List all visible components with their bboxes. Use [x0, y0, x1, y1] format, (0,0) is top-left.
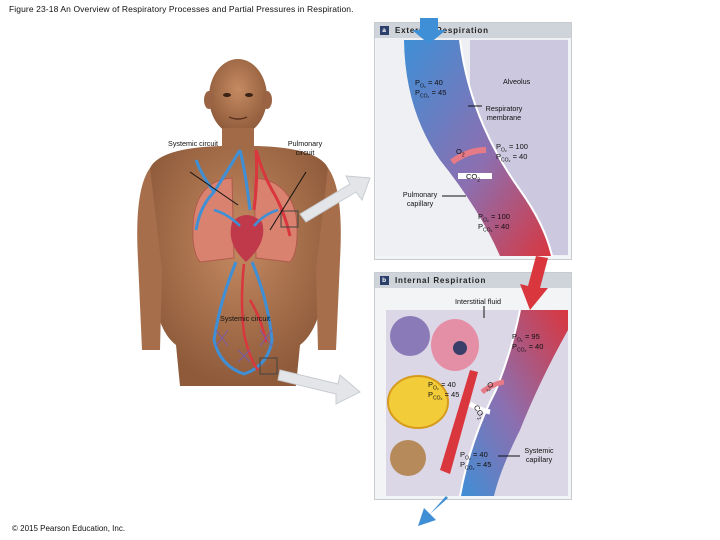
- pressure-arterial-o2: PO₂ = 95: [512, 332, 540, 344]
- interstitial-fluid-label: Interstitial fluid: [455, 297, 501, 306]
- alveolus-label: Alveolus: [503, 77, 531, 86]
- co2-arrow-b: [468, 401, 491, 415]
- pressure-alveolus-co2: PCO₂ = 40: [496, 152, 528, 164]
- panel-a-badge: a: [380, 26, 389, 35]
- pressure-arterial-co2: PCO₂ = 40: [512, 342, 544, 354]
- left-arm: [137, 168, 162, 350]
- mouth: [228, 116, 248, 120]
- capillary-bed-lower: [215, 329, 273, 363]
- tissue-cell-2-nucleus: [453, 341, 467, 355]
- o2-arrow-b: [480, 379, 505, 394]
- respiratory-membrane-line: [459, 39, 553, 257]
- pressure-alveolus-o2: PO₂ = 100: [496, 142, 528, 154]
- figure-title: Figure 23-18 An Overview of Respiratory …: [9, 4, 354, 14]
- pressure-top-co2: PCO₂ = 45: [415, 88, 447, 100]
- systemic-circuit-leader: [189, 171, 239, 206]
- heart: [230, 215, 264, 262]
- lung-detail-box: [280, 210, 299, 228]
- respiratory-membrane-label: Respiratory membrane: [485, 104, 523, 122]
- pulmonary-circuit-leader: [269, 171, 307, 231]
- left-lung: [192, 177, 235, 263]
- panel-b-badge: b: [380, 276, 389, 285]
- fat-cell: [387, 375, 449, 429]
- pressure-capillary-co2: PCO₂ = 40: [478, 222, 510, 234]
- pulmonary-circuit-label: Pulmonary circuit: [287, 139, 323, 157]
- tissue-cell-3: [390, 440, 426, 476]
- left-ear: [204, 91, 214, 109]
- pressure-capillary-o2: PO₂ = 100: [478, 212, 510, 224]
- panel-b-header: b Internal Respiration: [375, 273, 571, 288]
- callout-arrow-a: [299, 175, 371, 223]
- alveolus-region: [470, 40, 568, 255]
- right-ear: [262, 91, 272, 109]
- o2-arrow: [450, 147, 487, 165]
- capillary-wall-line: [459, 309, 521, 497]
- pulmonary-capillary-label: Pulmonary capillary: [402, 190, 438, 208]
- copyright: © 2015 Pearson Education, Inc.: [12, 524, 126, 533]
- systemic-capillary-band: [460, 310, 568, 496]
- callout-arrow-b: [277, 369, 361, 405]
- head: [209, 59, 267, 135]
- right-lung: [253, 177, 298, 263]
- blood-to-tissue-arrow: [520, 256, 548, 310]
- pressure-top-o2: PO₂ = 40: [415, 78, 443, 90]
- pulmonary-vessels: [213, 208, 279, 227]
- pressure-venous-co2: PCO₂ = 45: [460, 460, 492, 472]
- left-eye: [223, 93, 231, 97]
- systemic-capillary-label: Systemic capillary: [524, 446, 554, 464]
- muscle-fiber: [440, 370, 478, 474]
- vein-network-upper: [194, 149, 252, 231]
- gas-o2-label-a: O2: [456, 147, 465, 159]
- tissue-detail-box: [259, 357, 278, 375]
- systemic-circuit-bottom-label: Systemic circuit: [220, 314, 270, 323]
- gas-co2-label-a: CO2: [466, 172, 481, 184]
- systemic-circuit-top-label: Systemic circuit: [168, 139, 218, 148]
- blood-out-arrow: [418, 496, 448, 526]
- right-arm: [316, 168, 341, 350]
- right-eye: [245, 93, 253, 97]
- pressure-venous-o2: PO₂ = 40: [460, 450, 488, 462]
- panel-b-title: Internal Respiration: [395, 276, 487, 285]
- artery-network-upper: [252, 149, 292, 237]
- pressure-tissue-o2: PO₂ = 40: [428, 380, 456, 392]
- systemic-network-lower: [212, 261, 274, 376]
- tissue-cell-1: [390, 316, 430, 356]
- blood-in-arrow: [412, 18, 446, 44]
- pressure-tissue-co2: PCO₂ = 45: [428, 390, 460, 402]
